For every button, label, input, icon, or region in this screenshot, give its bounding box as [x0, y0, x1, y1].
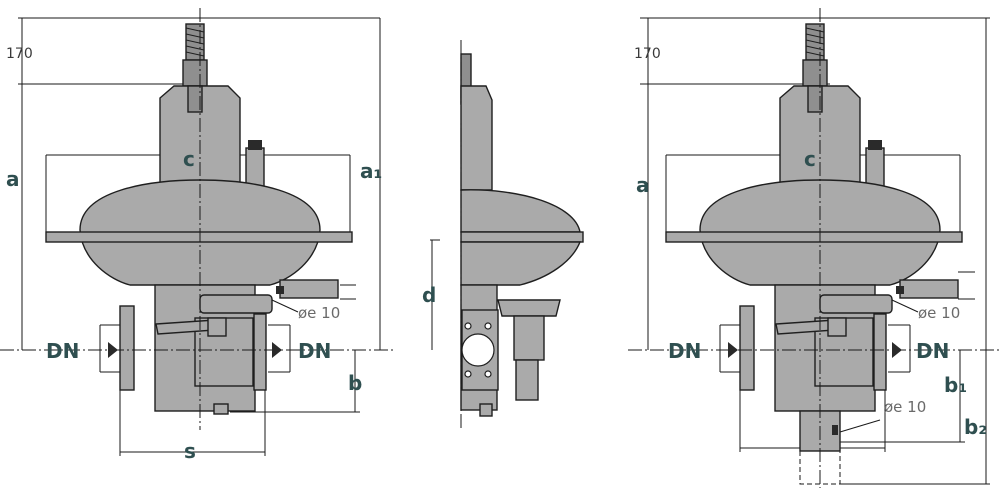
dn-inlet-label: DN — [46, 339, 79, 363]
lower-pipe-diameter-label: øe 10 — [884, 398, 926, 416]
outlet-flange-right — [873, 313, 887, 391]
bonnet-screw — [187, 85, 203, 113]
pipe-diameter-label: øe 10 — [298, 304, 340, 322]
sensing-pipe — [279, 279, 339, 299]
dim-a-label-right: a — [636, 173, 650, 197]
spring-coils-right — [805, 27, 825, 57]
dim-s-label: s — [184, 439, 196, 463]
dim-b2-label: b₂ — [964, 415, 987, 439]
diaphragm-flange — [45, 231, 353, 243]
dn-inlet-label-right: DN — [668, 339, 701, 363]
side-outlet — [515, 359, 539, 401]
dim-c-label: c — [183, 147, 195, 171]
adjusting-nut — [182, 59, 208, 87]
bolt-hole — [484, 322, 492, 330]
handle-knob — [207, 317, 227, 337]
spring-coils — [185, 27, 205, 57]
inlet-flange — [119, 305, 135, 391]
side-bonnet — [460, 85, 493, 191]
dim-c-label-right: c — [804, 147, 816, 171]
handle-knob-right — [827, 317, 847, 337]
pipe-leader — [271, 299, 299, 313]
right-front-view: 170 a c DN DN b₁ b₂ øe 10 øe 10 — [628, 8, 1001, 488]
dim-a-label: a — [6, 167, 20, 191]
outlet-arrow-right — [892, 342, 902, 358]
diaphragm-flange-right — [665, 231, 963, 243]
dn-outlet-label: DN — [298, 339, 331, 363]
middle-side-view: d — [422, 40, 584, 430]
dim-d-label: d — [422, 283, 436, 307]
side-pilot — [497, 299, 561, 317]
dim-b1-label: b₁ — [944, 373, 967, 397]
dn-outlet-label-right: DN — [916, 339, 949, 363]
bolt-hole — [464, 370, 472, 378]
pipe-joint — [276, 286, 284, 294]
sensing-pipe-right — [899, 279, 959, 299]
adjusting-nut-right — [802, 59, 828, 87]
dim-170-label: 170 — [6, 46, 33, 62]
dim-170-label-right: 170 — [634, 46, 661, 62]
outlet-flange — [253, 313, 267, 391]
lower-pipe-leader — [839, 419, 881, 433]
vent-cap-right — [868, 140, 882, 150]
pilot-block-right — [819, 294, 893, 314]
pipe-diameter-label-right: øe 10 — [918, 304, 960, 322]
side-pilot-stem — [513, 315, 545, 361]
side-bore — [461, 333, 495, 367]
inlet-flange-right — [739, 305, 755, 391]
side-casing-top — [460, 189, 581, 233]
left-front-view: 170 a a₁ c DN DN b s øe 10 — [0, 8, 395, 463]
bonnet-screw-right — [807, 85, 823, 113]
vent-cap — [248, 140, 262, 150]
side-casing-bottom — [460, 241, 582, 286]
pipe-joint-right — [896, 286, 904, 294]
inlet-arrow — [108, 342, 118, 358]
side-drain — [479, 403, 493, 417]
bolt-hole — [464, 322, 472, 330]
pipe-leader-right — [891, 299, 919, 313]
inlet-arrow-right — [728, 342, 738, 358]
dim-b-label: b — [348, 371, 362, 395]
pilot-block — [199, 294, 273, 314]
drain — [213, 403, 229, 415]
lower-pipe-joint — [832, 425, 838, 435]
outlet-arrow — [272, 342, 282, 358]
dim-a1-label: a₁ — [360, 159, 382, 183]
side-flange — [460, 231, 584, 243]
bolt-hole — [484, 370, 492, 378]
